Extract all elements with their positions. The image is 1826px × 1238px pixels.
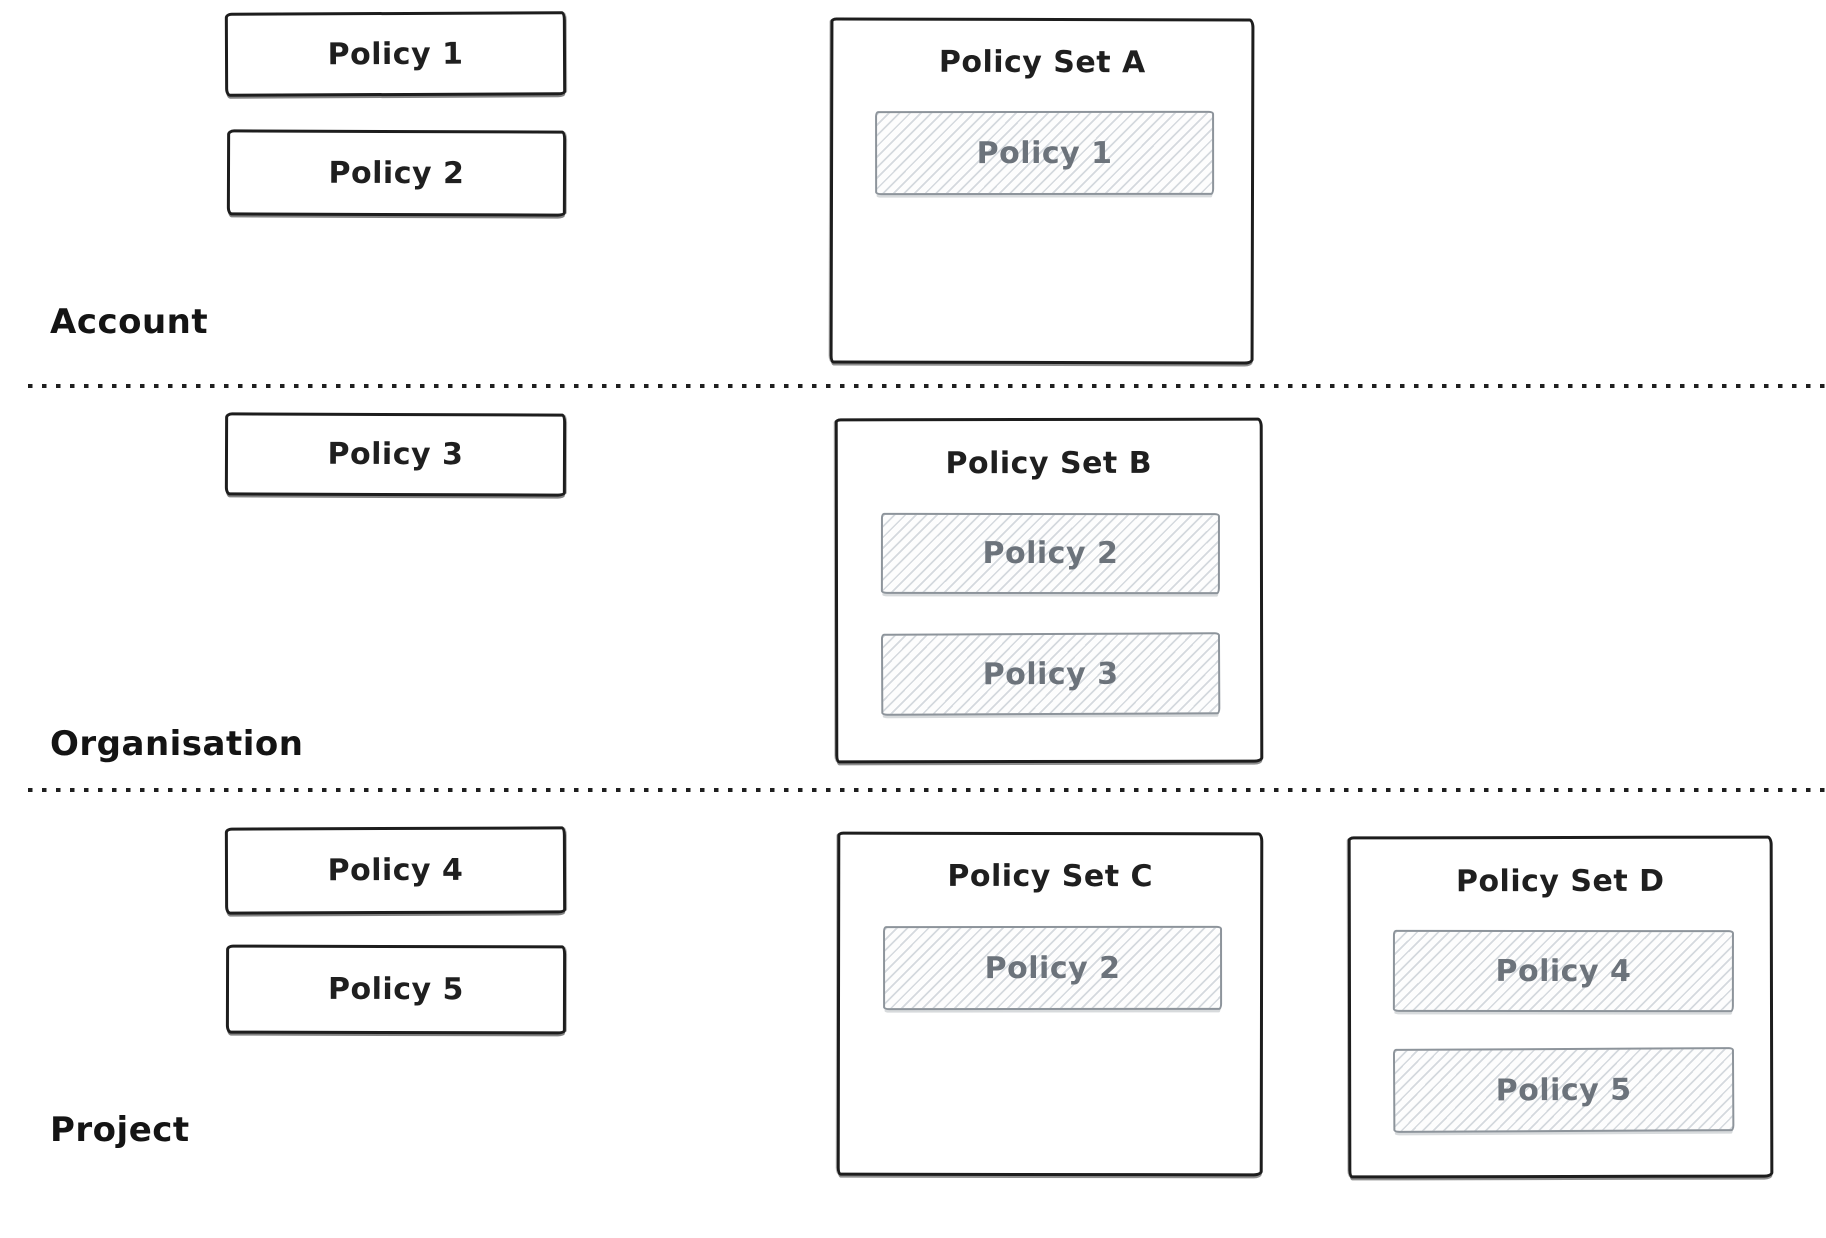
policy-box-label: Policy 2 — [328, 155, 465, 191]
policy-box-policy-4: Policy 4 — [224, 826, 567, 915]
policy-set-c-member-policy-2: Policy 2 — [883, 925, 1223, 1011]
member-label: Policy 4 — [1495, 953, 1632, 989]
policy-box-label: Policy 4 — [327, 852, 464, 889]
tier-label-project: Project — [50, 1110, 190, 1150]
policy-set-a: Policy Set A Policy 1 — [829, 17, 1255, 365]
member-label: Policy 2 — [984, 950, 1121, 986]
policy-set-a-member-policy-1: Policy 1 — [875, 110, 1215, 196]
tier-divider-organisation-project — [28, 788, 1826, 792]
policy-box-label: Policy 3 — [327, 436, 464, 473]
tier-label-account: Account — [50, 302, 209, 342]
policy-box-label: Policy 1 — [327, 36, 464, 72]
policy-set-b-member-policy-3: Policy 3 — [880, 632, 1221, 716]
policy-box-policy-1: Policy 1 — [224, 11, 567, 97]
policy-set-d-member-policy-4: Policy 4 — [1392, 929, 1734, 1013]
policy-set-c: Policy Set C Policy 2 — [836, 831, 1264, 1177]
tier-label-organisation: Organisation — [50, 724, 304, 764]
policy-box-label: Policy 5 — [328, 971, 464, 1008]
policy-box-policy-2: Policy 2 — [226, 129, 567, 217]
policy-box-policy-5: Policy 5 — [225, 944, 567, 1035]
policy-box-policy-3: Policy 3 — [224, 412, 567, 497]
policy-set-a-title: Policy Set A — [938, 44, 1146, 81]
policy-set-b-title: Policy Set B — [945, 445, 1153, 482]
policy-set-c-title: Policy Set C — [947, 858, 1154, 895]
policy-set-b-member-policy-2: Policy 2 — [880, 512, 1220, 595]
policy-set-d: Policy Set D Policy 4 Policy 5 — [1347, 835, 1774, 1179]
member-label: Policy 5 — [1495, 1072, 1632, 1108]
member-label: Policy 3 — [982, 656, 1119, 692]
member-label: Policy 2 — [982, 535, 1119, 572]
tier-divider-account-organisation — [28, 384, 1826, 388]
policy-set-d-title: Policy Set D — [1455, 863, 1665, 900]
policy-set-d-member-policy-5: Policy 5 — [1392, 1047, 1735, 1133]
policy-set-b: Policy Set B Policy 2 Policy 3 — [834, 417, 1264, 764]
member-label: Policy 1 — [976, 135, 1113, 171]
